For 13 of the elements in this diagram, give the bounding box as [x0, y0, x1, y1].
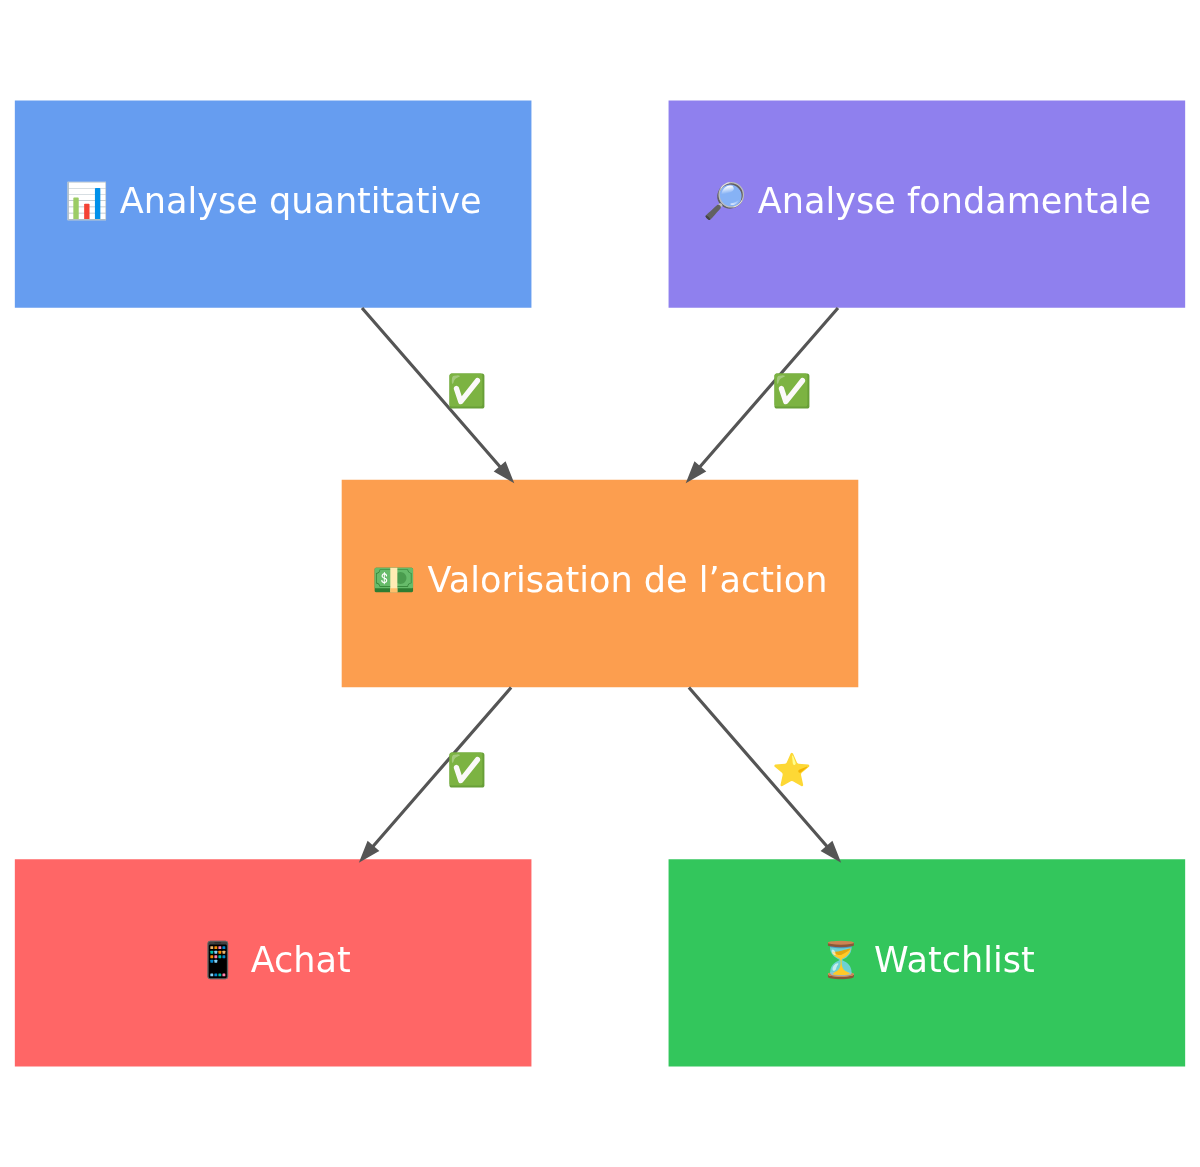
arrow	[685, 306, 840, 484]
edge-label: ✅	[446, 371, 487, 410]
edge-label: ⭐	[772, 751, 813, 790]
node-box: 🔎 Analyse fondamentale	[668, 100, 1186, 308]
arrow	[687, 686, 842, 863]
arrow	[360, 306, 515, 484]
node-box: 💵 Valorisation de l’action	[341, 479, 859, 688]
edge-label: ✅	[772, 371, 813, 410]
node-box: 📊 Analyse quantitative	[14, 100, 532, 308]
edge-label: ✅	[446, 751, 487, 790]
node-box: 📱 Achat	[14, 859, 532, 1067]
arrow	[358, 686, 513, 863]
node-box: ⏳ Watchlist	[668, 859, 1186, 1067]
